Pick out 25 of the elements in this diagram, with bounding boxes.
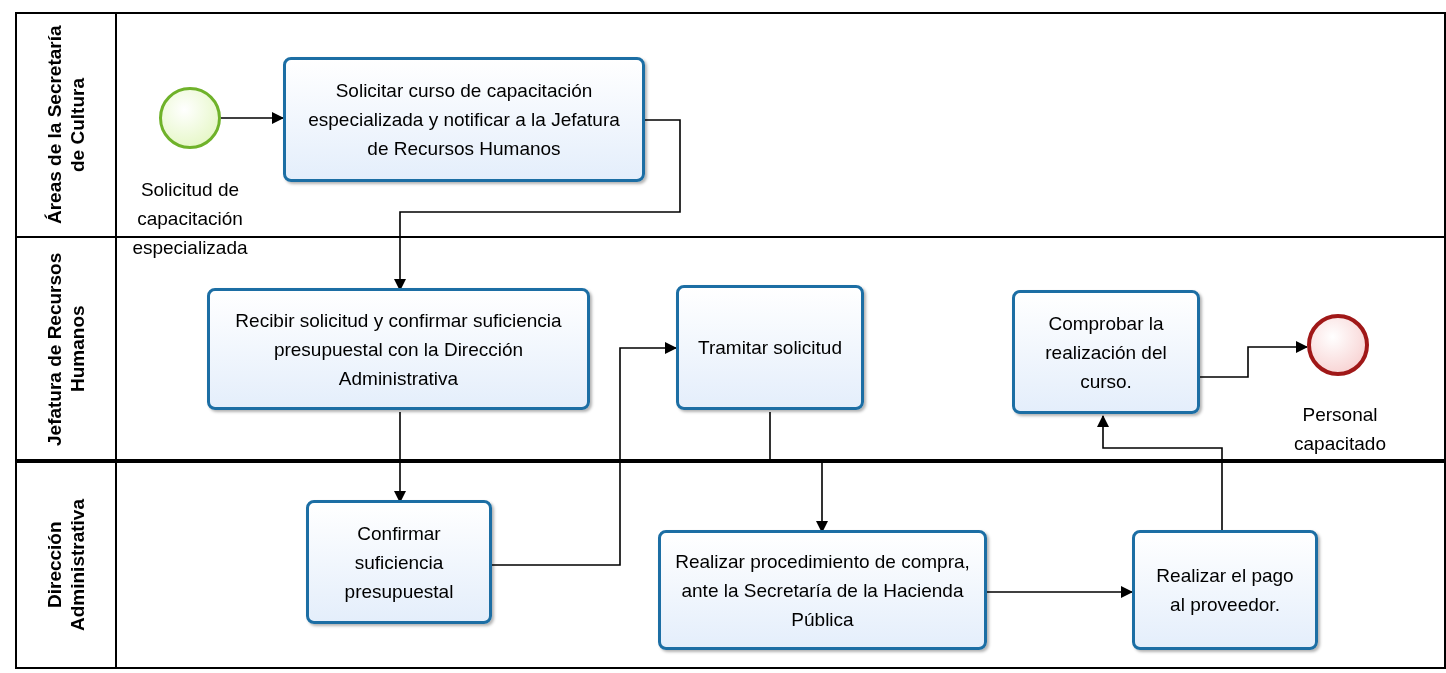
swimlane	[15, 461, 1446, 669]
task-label: Recibir solicitud y confirmar suficiencia presupuestal con la Dirección Administrativa	[234, 308, 563, 391]
lane-title: Áreas de la Secretaría de Cultura	[43, 25, 89, 225]
event-label: Personal capacitado	[1293, 403, 1387, 456]
task-label: Solicitar curso de capacitación especializada y notificar a la Jefatura de Recursos Humanos	[307, 79, 621, 161]
task-label: Tramitar solicitud	[698, 336, 842, 360]
task-box	[676, 285, 864, 410]
event-label: Solicitud de capacitación especializada	[131, 178, 249, 260]
sequence-arrow	[986, 586, 1133, 598]
sequence-arrow	[220, 112, 284, 124]
sequence-arrow	[1199, 341, 1308, 378]
sequence-arrow	[491, 342, 677, 566]
task-box	[658, 530, 987, 650]
task-label: Realizar procedimiento de compra, ante la Secretaría de la Hacienda Pública	[674, 549, 971, 632]
lane-title: Jefatura de Recursos Humanos	[43, 250, 89, 448]
task-box	[1012, 290, 1200, 414]
task-box	[306, 500, 492, 624]
task-label: Comprobar la realización del curso.	[1044, 311, 1168, 394]
task-label: Confirmar suficiencia presupuestal	[343, 521, 455, 604]
task-label: Realizar el pago al proveedor.	[1155, 564, 1295, 617]
task-box	[1132, 530, 1318, 650]
swimlane	[15, 236, 1446, 461]
task-box	[207, 288, 590, 410]
task-box	[283, 57, 645, 182]
lane-title: Dirección Administrativa	[43, 497, 89, 633]
